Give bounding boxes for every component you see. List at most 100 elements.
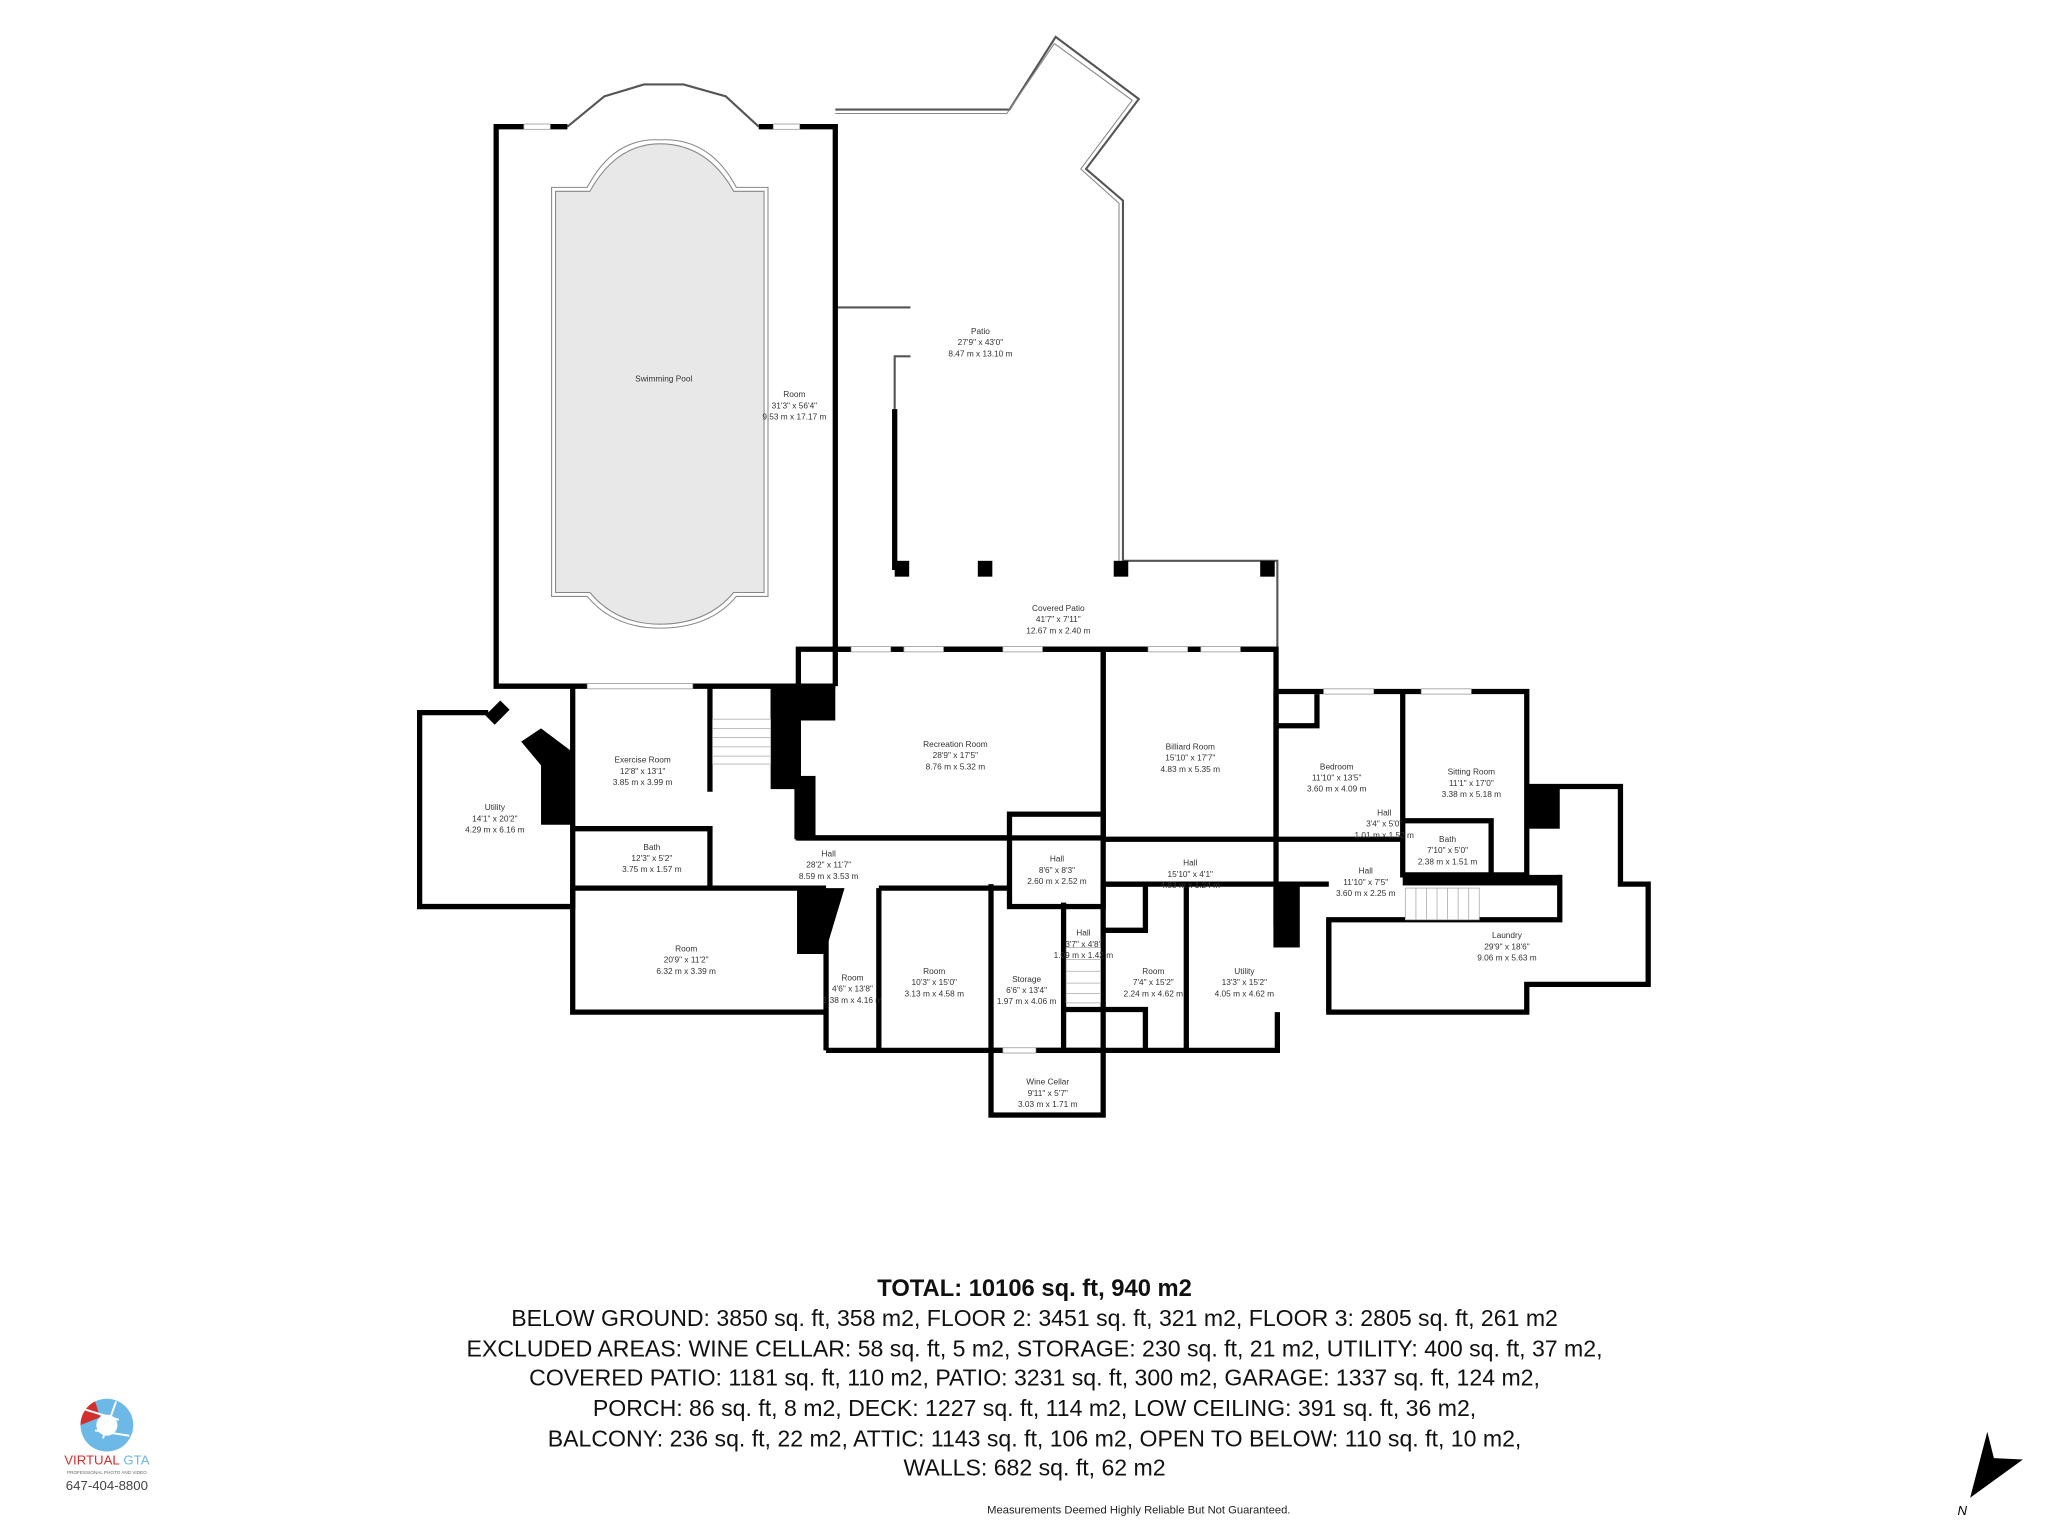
room-imperial: 27'9" x 43'0": [958, 337, 1004, 347]
room-imperial: 28'2" x 11'7": [806, 860, 851, 870]
room-name: Sitting Room: [1448, 767, 1496, 777]
camera-aperture-icon: [80, 1398, 134, 1452]
summary-line: PORCH: 86 sq. ft, 8 m2, DECK: 1227 sq. f…: [593, 1395, 1476, 1421]
room-metric: 6.32 m x 3.39 m: [656, 966, 716, 976]
room-metric: 3.60 m x 2.25 m: [1336, 888, 1396, 898]
room-imperial: 7'10" x 5'0": [1427, 845, 1468, 855]
room-metric: 4.29 m x 6.16 m: [465, 825, 525, 835]
area-summary: TOTAL: 10106 sq. ft, 940 m2 BELOW GROUND…: [467, 1275, 1603, 1517]
room-name: Bath: [1439, 834, 1456, 844]
room-imperial: 3'4" x 5'0": [1366, 819, 1402, 829]
room-name: Recreation Room: [923, 739, 988, 749]
room-name: Hall: [1183, 858, 1197, 868]
summary-line: BALCONY: 236 sq. ft, 22 m2, ATTIC: 1143 …: [548, 1425, 1522, 1451]
room-name: Hall: [1359, 866, 1373, 876]
summary-line: EXCLUDED AREAS: WINE CELLAR: 58 sq. ft, …: [467, 1336, 1603, 1362]
logo-tagline: PROFESSIONAL PHOTO AND VIDEO: [67, 1470, 147, 1475]
room-name: Room: [841, 972, 863, 982]
room-imperial: 6'6" x 13'4": [1006, 985, 1047, 995]
room-metric: 3.13 m x 4.58 m: [905, 988, 965, 998]
room-imperial: 4'6" x 13'8": [832, 984, 873, 994]
room-metric: 8.47 m x 13.10 m: [948, 348, 1012, 358]
room-metric: 12.67 m x 2.40 m: [1026, 625, 1090, 635]
windows: [523, 123, 1472, 1054]
room-metric: 3.85 m x 3.99 m: [613, 777, 673, 787]
summary-line: BELOW GROUND: 3850 sq. ft, 358 m2, FLOOR…: [511, 1305, 1558, 1331]
total-area: TOTAL: 10106 sq. ft, 940 m2: [877, 1275, 1192, 1302]
room-imperial: 11'1" x 17'0": [1449, 778, 1494, 788]
room-metric: 3.75 m x 1.57 m: [622, 864, 682, 874]
room-imperial: 10'3" x 15'0": [912, 977, 958, 987]
summary-line: COVERED PATIO: 1181 sq. ft, 110 m2, PATI…: [529, 1365, 1540, 1391]
room-name: Utility: [485, 802, 506, 812]
room-imperial: 15'10" x 4'1": [1168, 869, 1214, 879]
svg-text:VIRTUAL GTA: VIRTUAL GTA: [64, 1453, 149, 1468]
room-name: Hall: [1050, 854, 1064, 864]
room-imperial: 31'3" x 56'4": [772, 400, 818, 410]
logo-brand: VIRTUAL: [64, 1453, 119, 1468]
room-name: Storage: [1012, 974, 1041, 984]
room-name: Patio: [971, 326, 990, 336]
room-metric: 8.76 m x 5.32 m: [926, 761, 986, 771]
room-metric: 4.83 m x 5.35 m: [1161, 764, 1221, 774]
room-imperial: 28'9" x 17'5": [933, 750, 979, 760]
room-imperial: 11'10" x 7'5": [1343, 877, 1388, 887]
swimming-pool: [551, 139, 769, 629]
summary-line: WALLS: 682 sq. ft, 62 m2: [904, 1454, 1166, 1480]
room-imperial: 41'7" x 7'11": [1036, 614, 1081, 624]
room-imperial: 20'9" x 11'2": [664, 955, 709, 965]
room-name: Billiard Room: [1166, 742, 1215, 752]
room-imperial: 15'10" x 17'7": [1165, 753, 1215, 763]
logo-phone: 647-404-8800: [66, 1478, 148, 1493]
room-name: Room: [923, 966, 945, 976]
room-name: Covered Patio: [1032, 603, 1085, 613]
room-name: Room: [1142, 966, 1164, 976]
room-metric: 2.24 m x 4.62 m: [1124, 988, 1184, 998]
room-metric: 4.83 m x 1.24 m: [1161, 880, 1221, 890]
room-metric: 9.53 m x 17.17 m: [762, 412, 826, 422]
disclaimer: Measurements Deemed Highly Reliable But …: [987, 1505, 1290, 1517]
north-arrow-icon: N: [1957, 1431, 2023, 1518]
room-name: Room: [675, 943, 697, 953]
room-metric: 3.03 m x 1.71 m: [1018, 1099, 1078, 1109]
patio-outline: [835, 35, 1279, 650]
room-name: Swimming Pool: [635, 373, 692, 383]
room-metric: 1.38 m x 4.16 m: [823, 995, 883, 1005]
room-metric: 3.60 m x 4.09 m: [1307, 784, 1367, 794]
room-name: Laundry: [1492, 930, 1523, 940]
room-metric: 2.38 m x 1.51 m: [1418, 856, 1478, 866]
compass-label: N: [1957, 1503, 1967, 1518]
room-imperial: 13'3" x 15'2": [1222, 977, 1268, 987]
room-metric: 1.97 m x 4.06 m: [997, 996, 1057, 1006]
room-metric: 1.09 m x 1.42 m: [1054, 950, 1114, 960]
room-imperial: 12'8" x 13'1": [620, 766, 666, 776]
room-metric: 8.59 m x 3.53 m: [799, 871, 859, 881]
room-imperial: 9'11" x 5'7": [1028, 1088, 1068, 1098]
room-metric: 4.05 m x 4.62 m: [1215, 988, 1275, 998]
room-metric: 1.01 m x 1.52 m: [1354, 830, 1414, 840]
room-name: Hall: [1076, 928, 1090, 938]
room-name: Room: [783, 389, 805, 399]
room-name: Exercise Room: [615, 755, 671, 765]
room-imperial: 12'3" x 5'2": [631, 853, 672, 863]
room-imperial: 14'1" x 20'2": [472, 813, 518, 823]
room-name: Hall: [822, 848, 836, 858]
room-metric: 2.60 m x 2.52 m: [1027, 876, 1087, 886]
room-name: Wine Cellar: [1026, 1077, 1069, 1087]
logo-brand-suffix: GTA: [120, 1453, 150, 1468]
room-imperial: 7'4" x 15'2": [1133, 977, 1174, 987]
room-imperial: 8'6" x 8'3": [1039, 865, 1075, 875]
bay-window: [566, 83, 760, 128]
room-name: Bath: [643, 842, 660, 852]
room-imperial: 11'10" x 13'5": [1312, 773, 1362, 783]
room-name: Hall: [1377, 808, 1391, 818]
virtual-gta-logo: VIRTUAL GTA PROFESSIONAL PHOTO AND VIDEO…: [64, 1398, 150, 1493]
room-name: Utility: [1234, 966, 1255, 976]
room-imperial: 3'7" x 4'8": [1065, 939, 1101, 949]
wall-blocks: [485, 560, 1562, 955]
stairs: [712, 718, 1480, 1004]
room-metric: 3.38 m x 5.18 m: [1442, 789, 1502, 799]
